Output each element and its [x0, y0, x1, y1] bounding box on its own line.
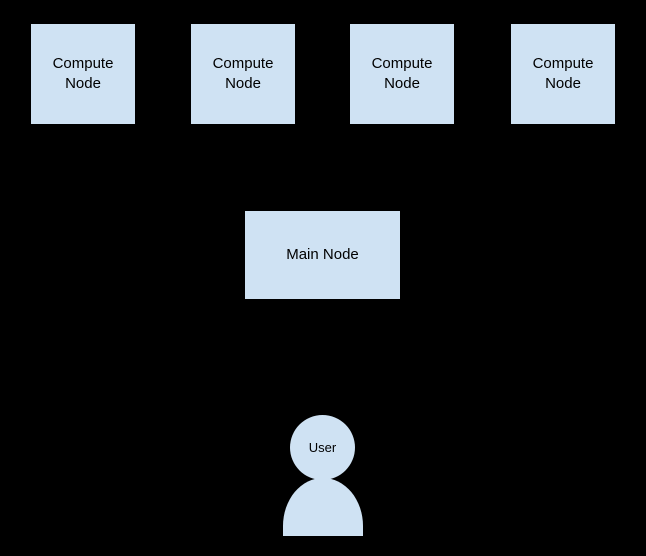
user-actor[interactable]: User	[283, 415, 363, 536]
user-body-icon	[283, 478, 363, 536]
compute-node-3-label: Compute Node	[371, 55, 433, 92]
main-node-label: Main Node	[286, 246, 359, 264]
compute-node-2[interactable]: Compute Node	[191, 24, 295, 124]
compute-node-1[interactable]: Compute Node	[31, 24, 135, 124]
user-label: User	[308, 440, 337, 455]
compute-node-4-label: Compute Node	[532, 55, 594, 92]
compute-node-3[interactable]: Compute Node	[350, 24, 454, 124]
compute-node-4[interactable]: Compute Node	[511, 24, 615, 124]
main-node[interactable]: Main Node	[245, 211, 400, 299]
compute-node-1-label: Compute Node	[52, 55, 114, 92]
user-head-icon: User	[290, 415, 355, 480]
compute-node-2-label: Compute Node	[212, 55, 274, 92]
